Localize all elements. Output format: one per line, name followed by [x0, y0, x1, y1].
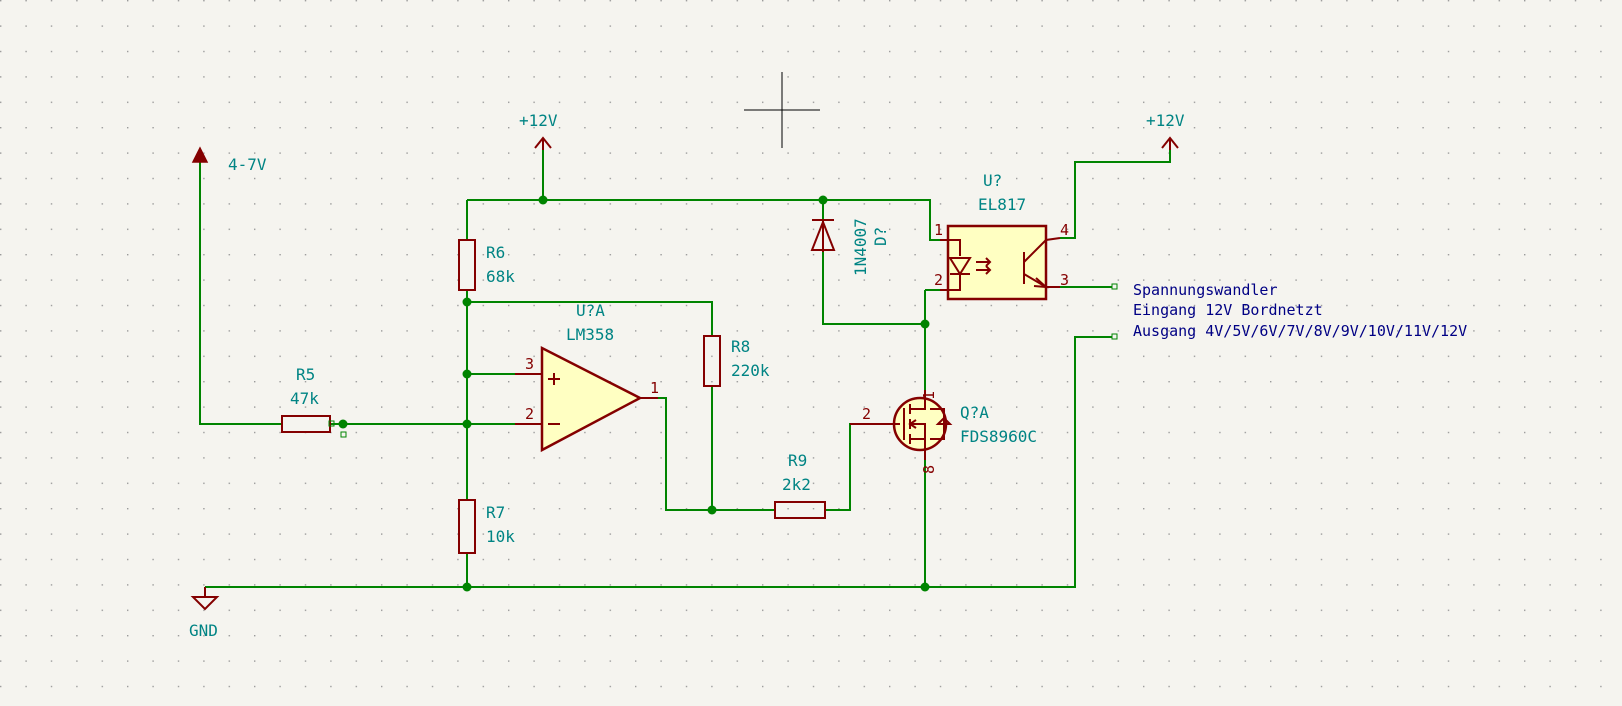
vcc-label-left: +12V	[519, 111, 558, 130]
resistor-r8[interactable]: R8 220k	[703, 335, 770, 387]
r9-ref: R9	[788, 451, 807, 470]
mosfet-pin-drain: 1	[920, 391, 938, 400]
mosfet-ref: Q?A	[960, 403, 989, 422]
diode-value: 1N4007	[851, 218, 870, 276]
schematic-notes: Spannungswandler Eingang 12V Bordnetzt A…	[1133, 281, 1467, 340]
mosfet-pin-gate: 2	[862, 405, 871, 423]
wire-divider-to-r8	[467, 301, 713, 336]
note-line-1: Spannungswandler	[1133, 281, 1278, 299]
output-connectors[interactable]	[1111, 283, 1118, 340]
input-voltage-symbol[interactable]: 4-7V	[191, 146, 267, 174]
r8-ref: R8	[731, 337, 750, 356]
r6-ref: R6	[486, 243, 505, 262]
wire-diode-bottom	[822, 252, 925, 325]
opto-pin3: 3	[1060, 271, 1069, 289]
junction-dot	[818, 195, 828, 205]
resistor-r7[interactable]: R7 10k	[458, 499, 515, 554]
junction-dot	[920, 582, 930, 592]
opto-pin2: 2	[934, 271, 943, 289]
opto-value: EL817	[978, 195, 1026, 214]
opamp-pin-plus: 3	[525, 355, 534, 373]
junction-dot	[462, 419, 472, 429]
junction-dot	[462, 582, 472, 592]
junctions	[338, 195, 930, 592]
mosfet-value: FDS8960C	[960, 427, 1037, 446]
crosshair-cursor	[744, 72, 820, 148]
wire-top-rail	[467, 199, 940, 241]
optocoupler-el817[interactable]: 1 2 3 4 U? EL817	[934, 171, 1069, 301]
wire-opto-pin2	[924, 289, 940, 390]
gnd-label: GND	[189, 621, 218, 640]
r9-value: 2k2	[782, 475, 811, 494]
vcc-symbol-right[interactable]: +12V	[1146, 111, 1185, 150]
junction-dot	[920, 319, 930, 329]
mosfet-fds8960c[interactable]: 2 1 8 Q?A FDS8960C	[850, 390, 1037, 474]
opto-pin4: 4	[1060, 221, 1069, 239]
resistor-r6[interactable]: R6 68k	[458, 239, 515, 291]
resistor-r5[interactable]: R5 47k	[281, 365, 347, 438]
vcc-symbol-left[interactable]: +12V	[519, 111, 558, 150]
opamp-value: LM358	[566, 325, 614, 344]
diode-ref: D?	[871, 227, 890, 246]
junction-dot	[462, 369, 472, 379]
r8-value: 220k	[731, 361, 770, 380]
diode-1n4007[interactable]: 1N4007 D?	[810, 218, 890, 276]
junction-dot	[338, 419, 348, 429]
wire-gnd-rail	[205, 336, 1112, 588]
junction-dot	[462, 297, 472, 307]
wire-opto-collector	[1060, 150, 1171, 239]
junction-dot	[707, 505, 717, 515]
r6-value: 68k	[486, 267, 515, 286]
mosfet-pin-source: 8	[920, 465, 938, 474]
opto-pin1: 1	[934, 221, 943, 239]
note-line-3: Ausgang 4V/5V/6V/7V/8V/9V/10V/11V/12V	[1133, 322, 1467, 340]
opamp-pin-out: 1	[650, 379, 659, 397]
junction-dot	[538, 195, 548, 205]
r5-ref: R5	[296, 365, 315, 384]
resistor-r9[interactable]: R9 2k2	[774, 451, 826, 519]
note-line-2: Eingang 12V Bordnetzt	[1133, 301, 1323, 319]
wire-input	[199, 158, 282, 425]
input-voltage-label: 4-7V	[228, 155, 267, 174]
gnd-symbol[interactable]: GND	[189, 587, 220, 640]
r7-value: 10k	[486, 527, 515, 546]
opamp-pin-minus: 2	[525, 405, 534, 423]
r5-value: 47k	[290, 389, 319, 408]
opamp-lm358[interactable]: 3 2 1 U?A LM358	[515, 301, 659, 453]
vcc-label-right: +12V	[1146, 111, 1185, 130]
wire-opamp-out	[658, 397, 775, 511]
opto-ref: U?	[983, 171, 1002, 190]
r7-ref: R7	[486, 503, 505, 522]
opamp-ref: U?A	[576, 301, 605, 320]
